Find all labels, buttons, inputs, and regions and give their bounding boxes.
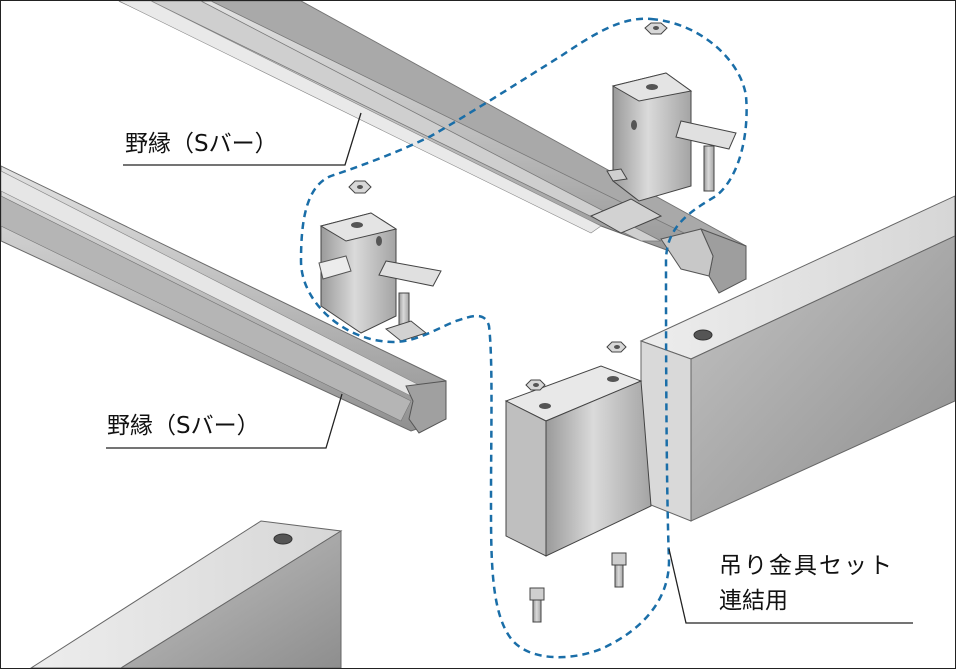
hex-nut-icon	[525, 379, 546, 391]
label-connection: 連結用	[719, 588, 788, 614]
hex-nut-icon	[348, 180, 372, 194]
leader-line-upper-purlin	[123, 112, 362, 166]
hanger-set-dashed-outline	[299, 17, 748, 659]
hanger-bracket-lower-icon	[318, 212, 442, 342]
bolt-icon	[611, 552, 627, 588]
label-hanger-set: 吊り金具セット	[719, 553, 894, 579]
label-lower-purlin: 野縁（Sバー）	[107, 413, 260, 439]
hanger-bracket-upper-icon	[589, 72, 737, 234]
label-upper-purlin: 野縁（Sバー）	[125, 131, 278, 157]
hex-nut-icon	[606, 341, 627, 353]
leader-line-hanger-set	[668, 548, 913, 624]
leader-line-lower-purlin	[106, 393, 343, 449]
hex-nut-icon	[644, 22, 668, 35]
lower-purlin-rail	[1, 165, 447, 434]
bolt-icon	[529, 587, 545, 623]
main-beam-bottom-left	[30, 520, 343, 668]
u-channel-connector-icon	[504, 365, 652, 557]
